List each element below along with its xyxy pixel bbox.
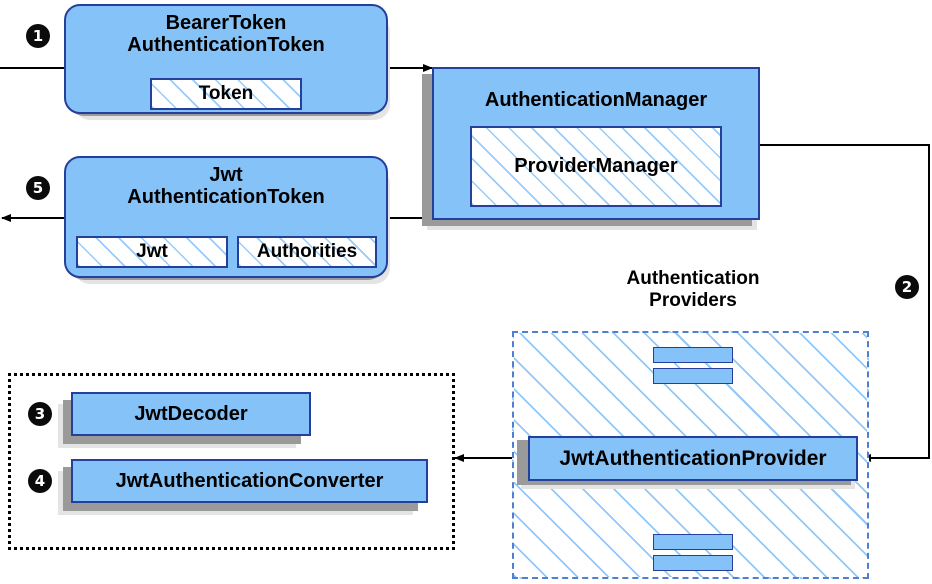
step-marker-5: 5	[26, 176, 50, 200]
jwt-token-title-line2: AuthenticationToken	[127, 186, 325, 209]
node-bearer-token-authentication-token[interactable]: BearerToken AuthenticationToken	[64, 4, 388, 114]
step-marker-2: 2	[895, 275, 919, 299]
node-jwt-authentication-provider[interactable]: JwtAuthenticationProvider	[528, 436, 858, 481]
provider-stack-bar-bottom-2	[653, 555, 733, 571]
step-marker-3-label: 3	[34, 404, 46, 423]
step-marker-5-label: 5	[32, 178, 44, 197]
node-jwt-token-inner-jwt[interactable]: Jwt	[76, 236, 228, 268]
provider-stack-bar-top-1	[653, 347, 733, 363]
node-jwt-decoder[interactable]: JwtDecoder	[71, 392, 311, 436]
step-marker-1-label: 1	[32, 26, 44, 45]
provider-stack-bar-top-2	[653, 368, 733, 384]
jwt-token-inner-authorities-label: Authorities	[256, 241, 358, 262]
node-provider-manager[interactable]: ProviderManager	[470, 126, 722, 207]
step-marker-4: 4	[28, 469, 52, 493]
jwt-authentication-converter-label: JwtAuthenticationConverter	[115, 469, 384, 492]
node-jwt-token-inner-authorities[interactable]: Authorities	[237, 236, 377, 268]
bearer-token-inner-label: Token	[198, 83, 254, 104]
node-jwt-authentication-converter[interactable]: JwtAuthenticationConverter	[71, 459, 428, 503]
step-marker-3: 3	[28, 402, 52, 426]
support-components-region	[8, 373, 455, 550]
jwt-token-title-line1: Jwt	[209, 164, 243, 186]
bearer-token-title-line1: BearerToken	[165, 12, 287, 34]
providers-region-title: Authentication Providers	[570, 268, 816, 312]
providers-title-line1: Authentication	[626, 268, 760, 289]
authentication-manager-title: AuthenticationManager	[484, 89, 708, 111]
provider-manager-label: ProviderManager	[514, 155, 678, 177]
providers-title-line2: Providers	[649, 289, 737, 311]
bearer-token-title-line2: AuthenticationToken	[127, 34, 325, 57]
jwt-authentication-provider-label: JwtAuthenticationProvider	[559, 446, 827, 470]
step-marker-4-label: 4	[34, 471, 46, 490]
step-marker-2-label: 2	[901, 277, 913, 296]
provider-stack-bar-bottom-1	[653, 534, 733, 550]
step-marker-1: 1	[26, 24, 50, 48]
node-bearer-token-inner-token[interactable]: Token	[150, 78, 302, 110]
jwt-token-inner-jwt-label: Jwt	[136, 241, 168, 262]
jwt-decoder-label: JwtDecoder	[134, 402, 248, 425]
